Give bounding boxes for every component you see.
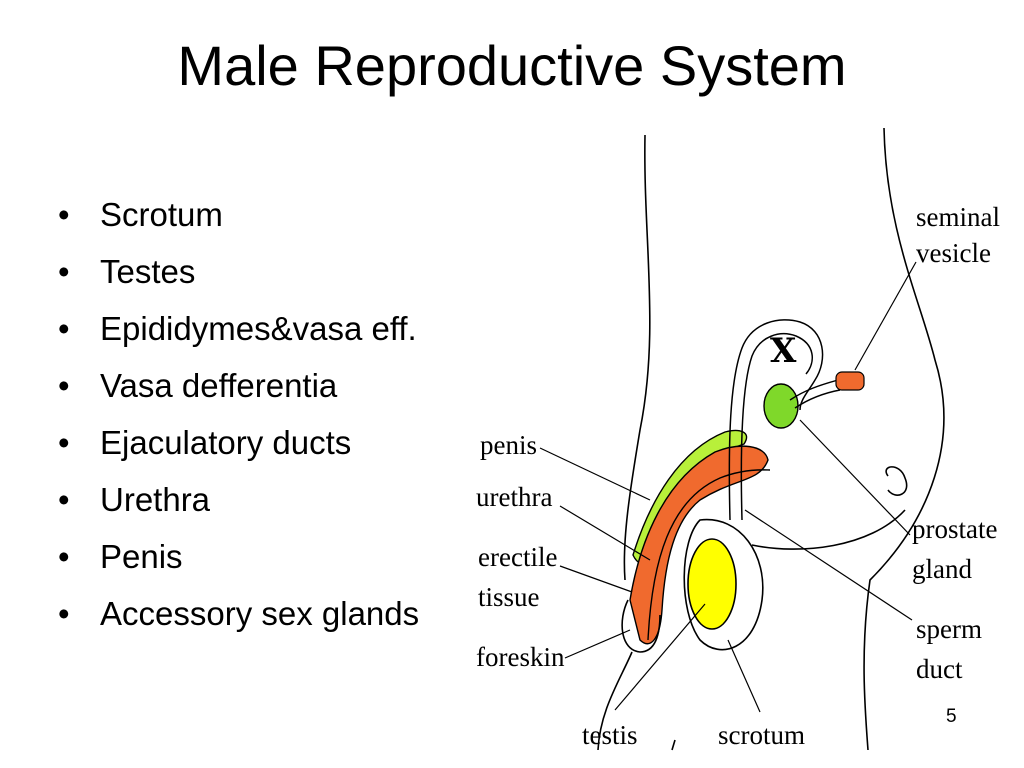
label-erectile: erectile — [478, 542, 557, 572]
scrotum-shape — [683, 518, 764, 651]
body-outline — [597, 127, 945, 751]
label-leaders — [539, 261, 917, 713]
erectile-tissue-shape — [629, 445, 769, 645]
label-seminal: seminal — [916, 202, 1000, 232]
bullet-item: Accessory sex glands — [56, 585, 419, 642]
label-duct: duct — [916, 654, 963, 684]
bullet-item: Testes — [56, 243, 419, 300]
label-sperm: sperm — [916, 614, 982, 644]
sperm-duct — [728, 319, 824, 521]
seminal-vesicle-shape — [835, 371, 865, 391]
bullet-item: Vasa defferentia — [56, 357, 419, 414]
bullet-item: Urethra — [56, 471, 419, 528]
slide-number: 5 — [946, 706, 957, 727]
label-vesicle: vesicle — [916, 238, 991, 268]
label-testis: testis — [582, 720, 638, 750]
label-prostate: prostate — [912, 514, 997, 544]
bullet-list: Scrotum Testes Epididymes&vasa eff. Vasa… — [56, 186, 419, 642]
bullet-item: Scrotum — [56, 186, 419, 243]
label-urethra: urethra — [476, 482, 552, 512]
label-gland: gland — [912, 554, 972, 584]
bullet-item: Ejaculatory ducts — [56, 414, 419, 471]
label-x-marker: X — [770, 331, 797, 371]
slide-title: Male Reproductive System — [177, 34, 847, 97]
prostate-shape — [763, 383, 799, 429]
label-tissue: tissue — [478, 582, 540, 612]
label-penis: penis — [480, 430, 537, 460]
testis-shape — [687, 538, 737, 630]
bullet-item: Penis — [56, 528, 419, 585]
label-scrotum: scrotum — [718, 720, 805, 750]
label-foreskin: foreskin — [476, 642, 565, 672]
bullet-item: Epididymes&vasa eff. — [56, 300, 419, 357]
